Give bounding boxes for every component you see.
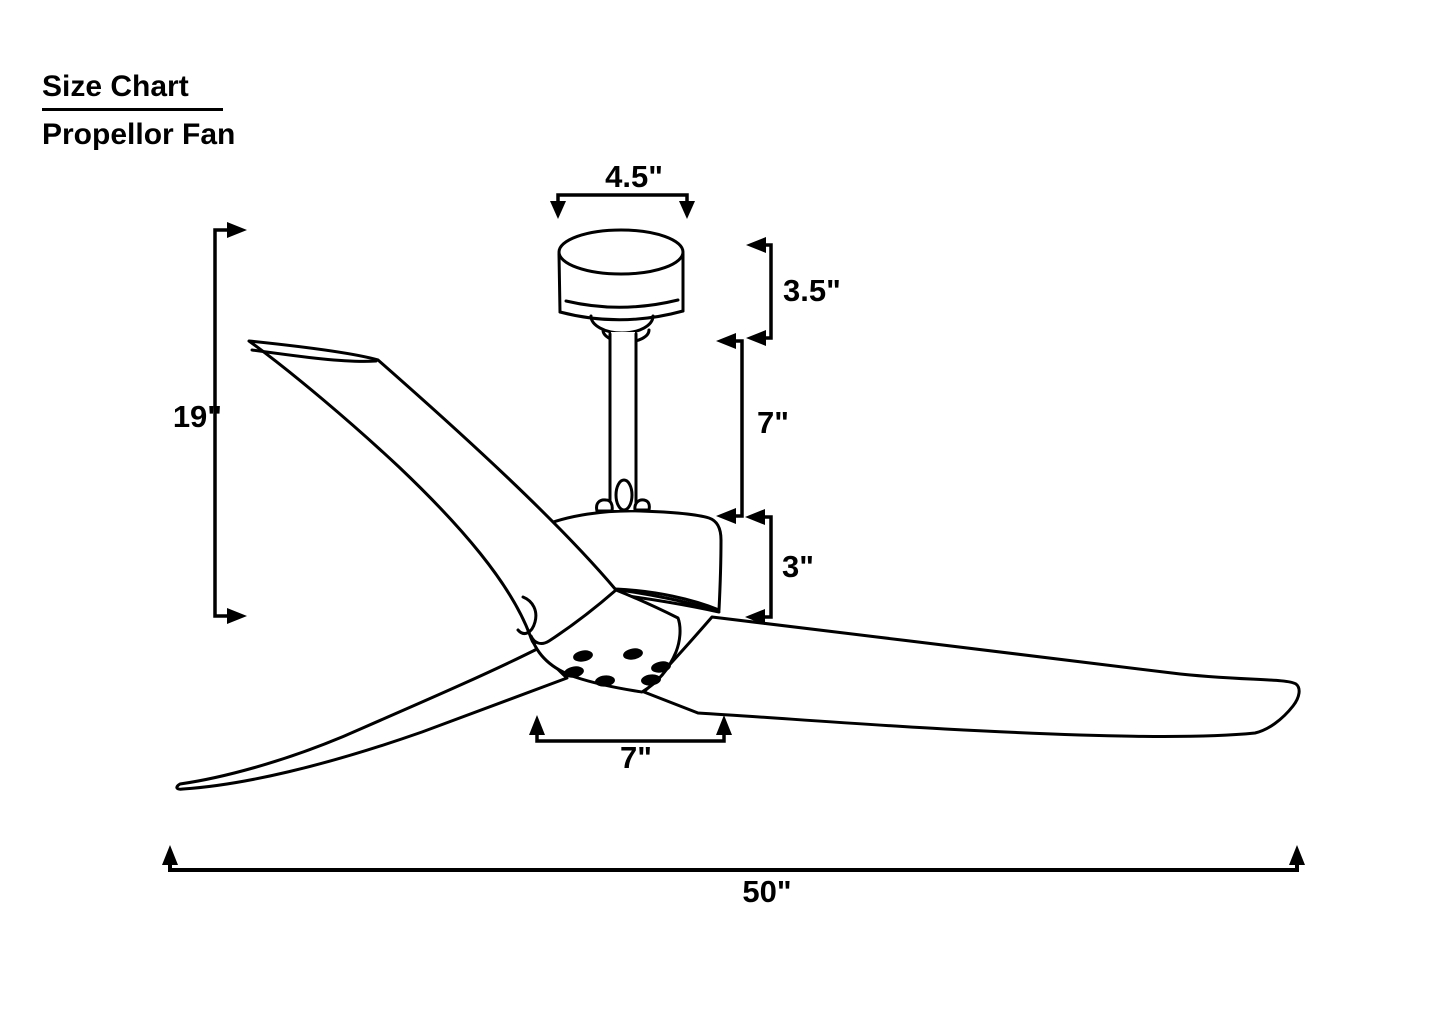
downrod-pin xyxy=(614,478,634,512)
dim-canopy-height-bracket xyxy=(760,243,773,340)
blade-lower-left xyxy=(175,645,569,791)
dim-hub-width: 7" xyxy=(529,715,732,775)
dim-motor-height: 3" xyxy=(745,509,814,625)
mount-nut-left xyxy=(595,498,614,513)
arrow-left-icon xyxy=(745,609,765,625)
dim-canopy-width-bracket xyxy=(556,193,689,205)
canopy-top-ellipse xyxy=(557,228,685,276)
page-title-row: Size Chart xyxy=(42,70,235,111)
page-subtitle: Propellor Fan xyxy=(42,118,236,151)
blade-right xyxy=(642,615,1301,738)
canopy-bottom-inner-rim xyxy=(564,298,680,309)
hub xyxy=(529,588,682,694)
dim-blade-span-bracket xyxy=(168,859,1299,872)
screw-icon xyxy=(564,666,584,678)
screw-icon xyxy=(651,661,671,673)
arrow-down-icon xyxy=(550,201,566,219)
screw-icon xyxy=(623,648,643,660)
dim-motor-height-label: 3" xyxy=(782,549,814,584)
arrow-up-icon xyxy=(529,715,545,735)
dim-overall-height-bracket xyxy=(213,228,233,618)
screw-icon xyxy=(573,650,593,662)
downrod xyxy=(595,332,651,513)
dim-overall-height: 19" xyxy=(173,222,247,624)
page-title: Size Chart xyxy=(42,70,223,111)
arrow-left-icon xyxy=(716,508,736,524)
canopy-bottom-outer-rim xyxy=(558,309,685,322)
blade-edge-thickness-line xyxy=(250,348,378,363)
dim-canopy-width: 4.5" xyxy=(550,159,695,219)
dim-canopy-height-label: 3.5" xyxy=(783,273,841,308)
dim-canopy-height: 3.5" xyxy=(746,237,841,346)
arrow-left-icon xyxy=(746,330,766,346)
mount-nut-right xyxy=(633,498,651,512)
canopy-sides xyxy=(557,252,685,314)
title-block: Size Chart Propellor Fan xyxy=(42,70,235,151)
hub-screws xyxy=(564,648,671,687)
dimensions: 4.5" 3.5" 7" 3" 19" xyxy=(162,159,1305,909)
arrow-up-icon xyxy=(716,715,732,735)
blade-root-curl xyxy=(516,595,538,635)
arrow-right-icon xyxy=(227,608,247,624)
blade-upper-left xyxy=(247,339,618,650)
dim-motor-height-bracket xyxy=(760,515,773,619)
arrow-down-icon xyxy=(679,201,695,219)
dim-blade-span-label: 50" xyxy=(742,874,791,909)
arrow-left-icon xyxy=(745,509,765,525)
arrow-left-icon xyxy=(716,333,736,349)
screw-icon xyxy=(595,675,615,687)
dim-canopy-width-label: 4.5" xyxy=(605,159,663,194)
arrow-right-icon xyxy=(227,222,247,238)
dim-blade-span: 50" xyxy=(162,845,1305,909)
dim-downrod-length: 7" xyxy=(716,333,789,524)
arrow-left-icon xyxy=(746,237,766,253)
downrod-sides xyxy=(608,332,638,512)
dim-overall-height-label: 19" xyxy=(173,399,222,434)
arrow-up-icon xyxy=(1289,845,1305,865)
dim-downrod-length-label: 7" xyxy=(757,405,789,440)
dim-hub-width-label: 7" xyxy=(620,740,652,775)
dim-downrod-length-bracket xyxy=(731,339,744,518)
screw-icon xyxy=(641,674,661,686)
dim-hub-width-bracket xyxy=(535,729,726,743)
fan-drawing xyxy=(175,228,1301,791)
arrow-up-icon xyxy=(162,845,178,865)
canopy xyxy=(557,228,685,344)
